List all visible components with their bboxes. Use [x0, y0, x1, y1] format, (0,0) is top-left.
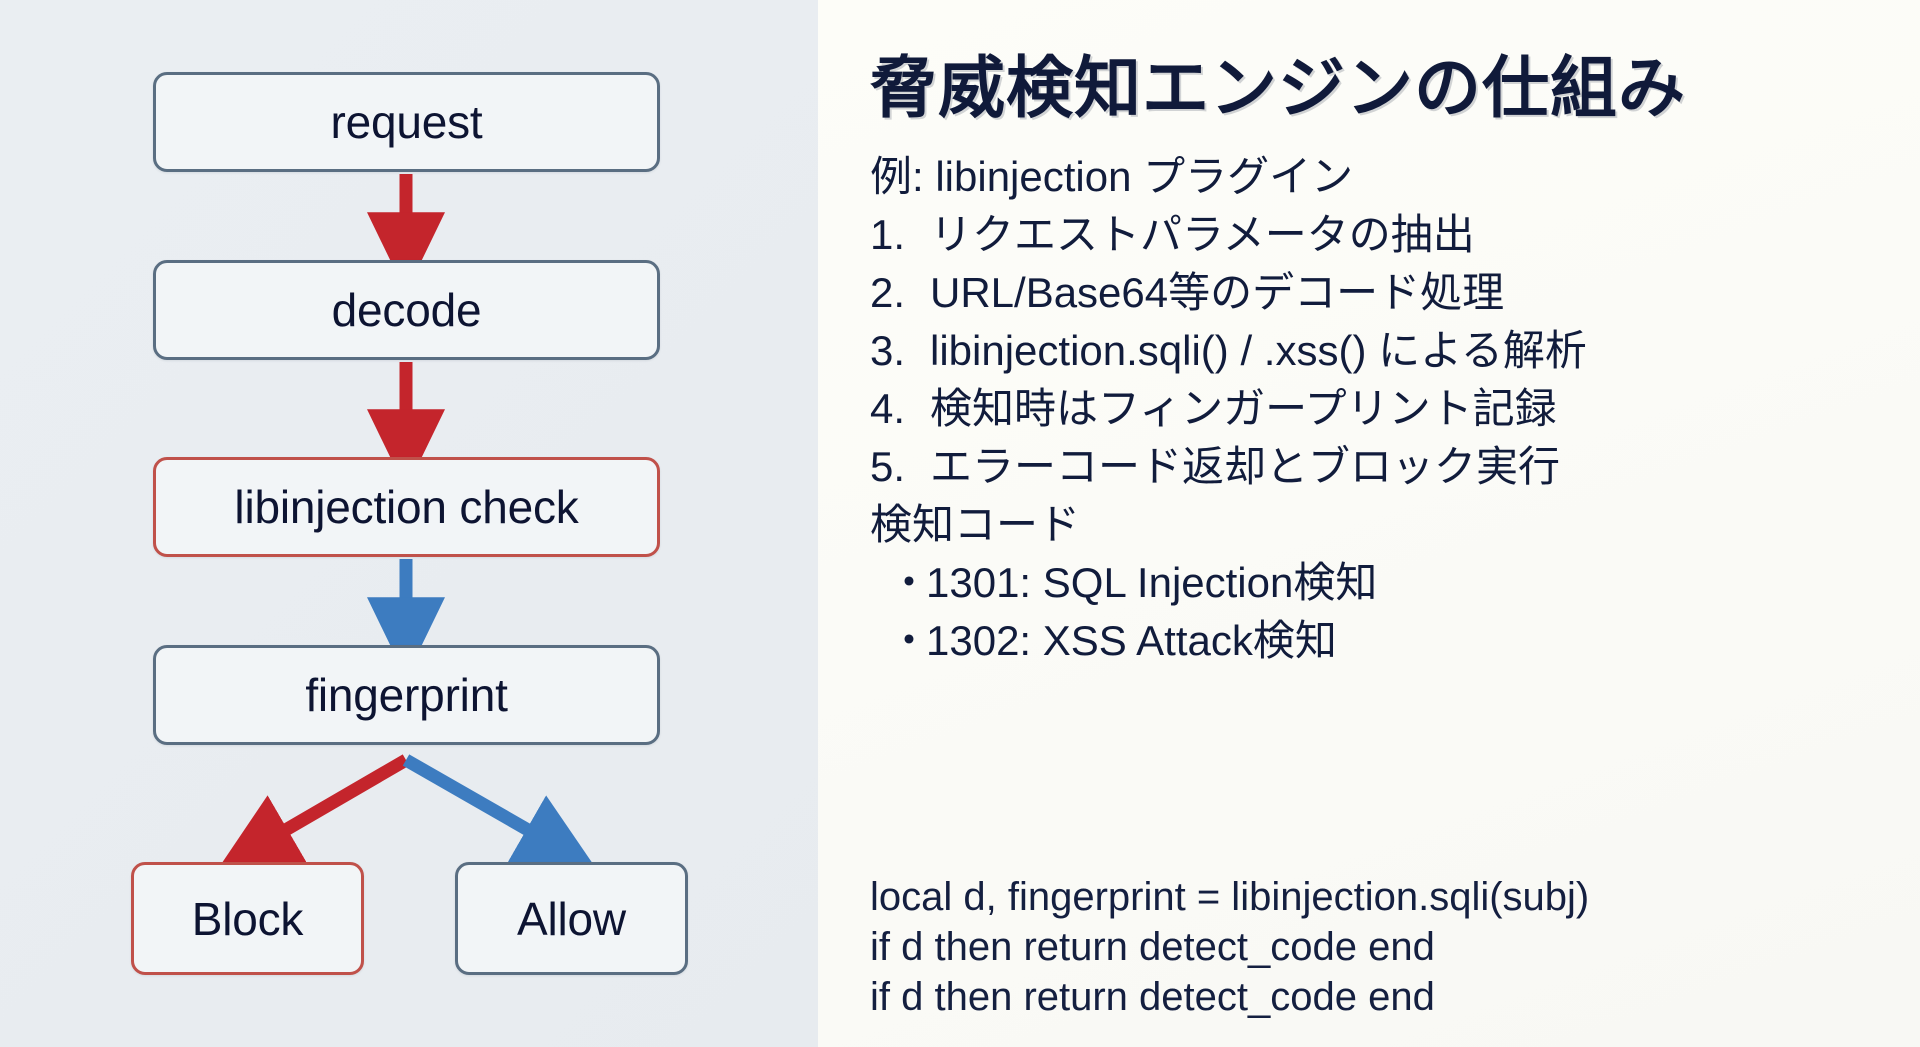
list-item: ・1302: XSS Attack検知: [870, 612, 1910, 670]
list-item-number: 3.: [870, 327, 906, 374]
steps-list: 例: libinjection プラグイン 1. リクエストパラメータの抽出 2.…: [870, 148, 1910, 670]
line-text: 検知時はフィンガープリント記録: [930, 385, 1557, 432]
list-item: 5. エラーコード返却とブロック実行: [870, 438, 1910, 496]
line-text: 1302: XSS Attack検知: [926, 617, 1337, 664]
node-decode[interactable]: decode: [153, 260, 660, 360]
node-allow[interactable]: Allow: [455, 862, 688, 975]
line-text: 1301: SQL Injection検知: [926, 559, 1378, 606]
node-request[interactable]: request: [153, 72, 660, 172]
code-line: if d then return detect_code end: [870, 925, 1435, 969]
node-block[interactable]: Block: [131, 862, 364, 975]
list-item: 3. libinjection.sqli() / .xss() による解析: [870, 322, 1910, 380]
list-item: 2. URL/Base64等のデコード処理: [870, 264, 1910, 322]
list-item-number: 5.: [870, 443, 906, 490]
list-item: 1. リクエストパラメータの抽出: [870, 206, 1910, 264]
list-item-number: 1.: [870, 211, 906, 258]
list-item-number: 2.: [870, 269, 906, 316]
node-decode-label: decode: [331, 284, 482, 336]
line-text: libinjection.sqli() / .xss() による解析: [930, 327, 1587, 374]
code-line: if d then return detect_code end: [870, 975, 1435, 1019]
code-snippet: local d, fingerprint = libinjection.sqli…: [870, 872, 1910, 1022]
line-text: URL/Base64等のデコード処理: [930, 269, 1505, 316]
bullet-icon: ・: [888, 617, 931, 664]
line-text: リクエストパラメータの抽出: [930, 211, 1475, 258]
node-fingerprint[interactable]: fingerprint: [153, 645, 660, 745]
list-item: 4. 検知時はフィンガープリント記録: [870, 380, 1910, 438]
node-block-label: Block: [191, 892, 304, 945]
code-line: local d, fingerprint = libinjection.sqli…: [870, 875, 1590, 919]
line-text: 検知コード: [870, 501, 1081, 548]
flow-arrows-layer: [217, 174, 597, 870]
node-fingerprint-label: fingerprint: [305, 669, 508, 721]
list-item: ・1301: SQL Injection検知: [870, 554, 1910, 612]
explanation-panel: 脅威検知エンジンの仕組み 例: libinjection プラグイン 1. リクエ…: [818, 0, 1920, 1047]
line-text: エラーコード返却とブロック実行: [930, 443, 1561, 490]
edge-fingerprint-to-allow: [402, 754, 597, 870]
line-text: 例: libinjection プラグイン: [870, 153, 1354, 200]
list-item-number: 4.: [870, 385, 906, 432]
flow-diagram-panel: request decode libinjection check finger…: [0, 0, 818, 1047]
node-request-label: request: [330, 96, 483, 148]
list-item: 例: libinjection プラグイン: [870, 148, 1910, 206]
node-libinjection-check-label: libinjection check: [234, 481, 579, 533]
page-title: 脅威検知エンジンの仕組み: [870, 51, 1686, 126]
bullet-icon: ・: [888, 559, 931, 606]
node-allow-label: Allow: [517, 892, 626, 945]
subsection-heading: 検知コード: [870, 496, 1910, 554]
node-libinjection-check[interactable]: libinjection check: [153, 457, 660, 557]
edge-fingerprint-to-block: [217, 754, 410, 870]
